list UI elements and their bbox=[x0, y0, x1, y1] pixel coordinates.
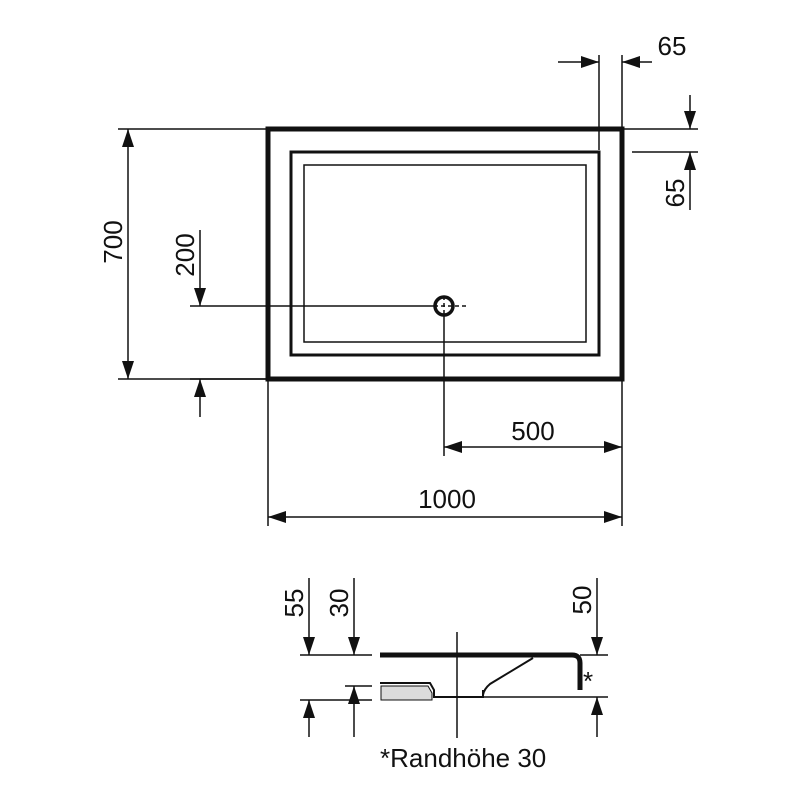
dimension-rim-top: 65 bbox=[622, 95, 698, 210]
section-slope bbox=[482, 657, 534, 696]
rim-right-label: 65 bbox=[658, 31, 687, 61]
tray-outline bbox=[265, 126, 625, 382]
dimension-width: 1000 bbox=[267, 379, 623, 526]
inner-height-label: 30 bbox=[324, 589, 354, 618]
depth-label: 700 bbox=[98, 220, 128, 263]
drain-offset-y-label: 200 bbox=[170, 233, 200, 276]
dimension-drain-offset-x: 500 bbox=[443, 316, 623, 456]
dimension-drain-offset-y: 200 bbox=[170, 230, 434, 417]
section-top-edge bbox=[380, 652, 583, 690]
section-view: 55 30 50 * *Randhöhe 30 bbox=[279, 578, 608, 773]
rim-asterisk: * bbox=[583, 666, 593, 696]
width-label: 1000 bbox=[418, 484, 476, 514]
dimension-inner-height: 30 bbox=[324, 578, 372, 737]
dimension-rim-right: 65 bbox=[558, 31, 686, 150]
section-basin-fill bbox=[380, 685, 433, 701]
dimension-outer-height: 55 bbox=[279, 578, 372, 737]
dimension-right-height: 50 * bbox=[484, 578, 608, 737]
footnote: *Randhöhe 30 bbox=[380, 743, 546, 773]
basin-floor-outline bbox=[303, 164, 587, 343]
basin-outline bbox=[289, 150, 601, 357]
drain-icon bbox=[433, 295, 468, 317]
section-floor bbox=[380, 682, 484, 698]
dimension-depth: 700 bbox=[98, 128, 268, 380]
plan-view: 700 200 65 bbox=[98, 31, 698, 526]
rim-top-label: 65 bbox=[660, 179, 690, 208]
right-height-label: 50 bbox=[567, 586, 597, 615]
drain-offset-x-label: 500 bbox=[511, 416, 554, 446]
outer-height-label: 55 bbox=[279, 589, 309, 618]
